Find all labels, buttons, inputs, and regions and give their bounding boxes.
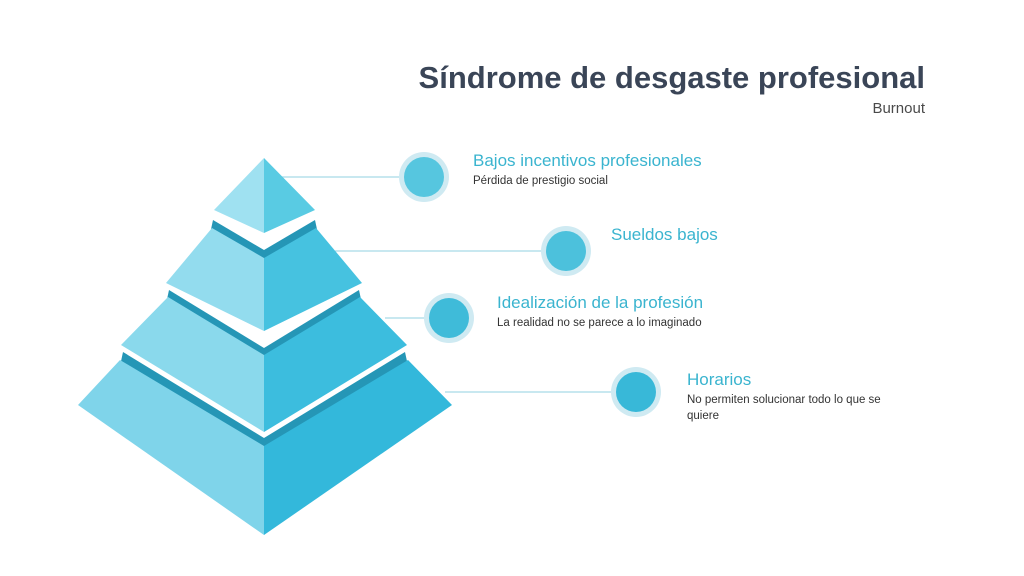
circle-marker-0	[399, 152, 449, 202]
level-label: Idealización de la profesión	[497, 293, 704, 312]
level-label: Horarios	[687, 370, 752, 389]
pyramid-tier-4	[78, 352, 452, 535]
pyramid-tier-2	[166, 220, 362, 331]
level-item: Horarios No permiten solucionar todo lo …	[687, 370, 882, 424]
circle-marker-1	[541, 226, 591, 276]
level-label: Sueldos bajos	[611, 225, 718, 244]
level-description: Pérdida de prestigio social	[473, 175, 608, 187]
level-description: No permiten solucionar todo lo que se qu…	[687, 394, 881, 422]
pyramid-tier-1	[214, 158, 315, 233]
page-title: Síndrome de desgaste profesional	[418, 60, 925, 95]
circle-marker-3	[611, 367, 661, 417]
level-item: Sueldos bajos	[611, 225, 718, 245]
circle-marker-2	[424, 293, 474, 343]
level-label: Bajos incentivos profesionales	[473, 151, 702, 170]
page-subtitle: Burnout	[872, 100, 925, 117]
level-item: Bajos incentivos profesionales Pérdida d…	[473, 151, 702, 189]
pyramid-tier-3	[121, 290, 407, 432]
level-description: La realidad no se parece a lo imaginado	[497, 317, 702, 329]
level-item: Idealización de la profesión La realidad…	[497, 293, 703, 331]
